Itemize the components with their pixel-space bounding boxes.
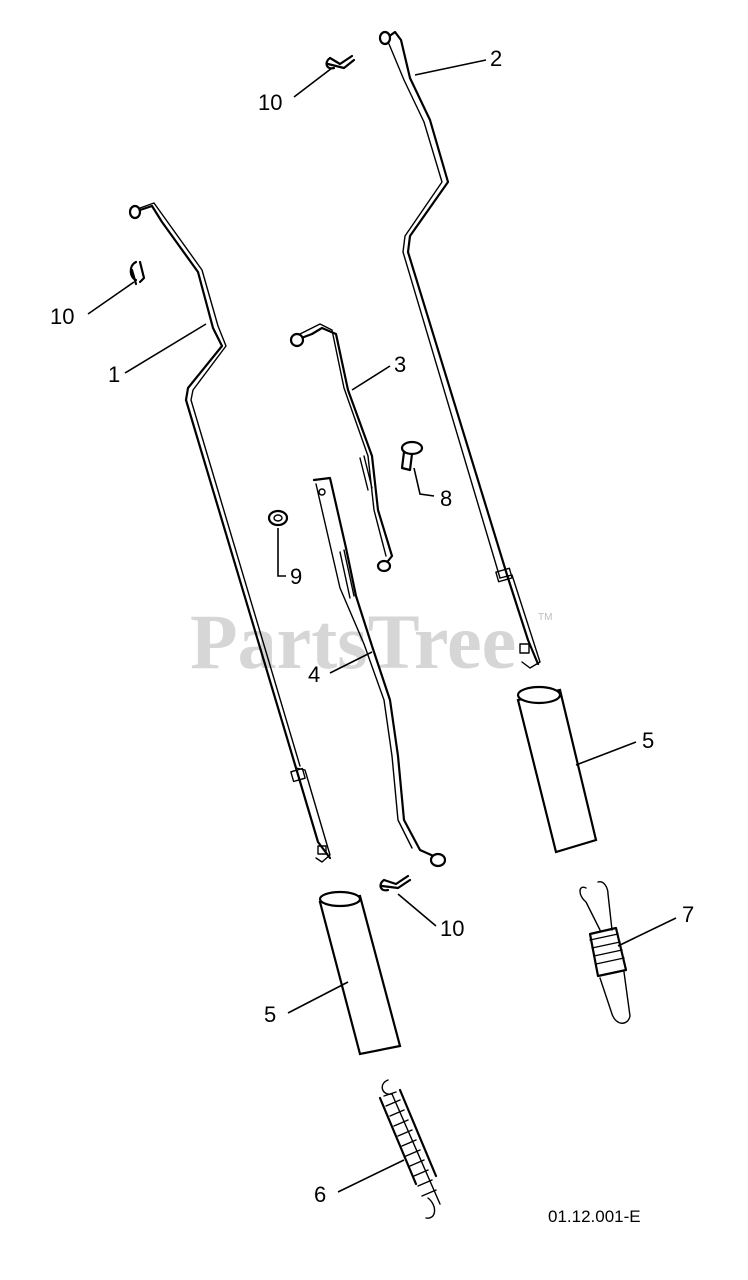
part-10-clip-left: [129, 260, 146, 286]
part-10-clip-bottom: [379, 874, 412, 892]
callout-5-right: 5: [642, 728, 654, 753]
watermark-trademark: TM: [538, 612, 552, 623]
callout-10-bottom: 10: [440, 916, 464, 941]
part-9-nut: [267, 509, 289, 527]
callout-9: 9: [290, 564, 302, 589]
callouts: 1 2 3 4 5 5 6 7 8 9 10 10 10: [50, 46, 694, 1207]
part-5-grip-right: [516, 685, 598, 854]
part-4-link: [312, 476, 447, 868]
callout-7: 7: [682, 902, 694, 927]
part-7-spring: [579, 881, 631, 1024]
leader-lines: [87, 59, 677, 1193]
drawing-code: 01.12.001-E: [548, 1207, 641, 1226]
part-6-spring: [378, 1079, 441, 1219]
watermark-text: PartsTree: [190, 598, 516, 685]
callout-2: 2: [490, 46, 502, 71]
part-3-link: [289, 323, 394, 573]
part-5-grip-left: [318, 890, 402, 1056]
part-2-rod: [378, 30, 541, 669]
callout-3: 3: [394, 352, 406, 377]
part-8-pin: [400, 440, 424, 472]
callout-8: 8: [440, 486, 452, 511]
part-10-clip-top: [325, 54, 356, 70]
callout-1: 1: [108, 362, 120, 387]
callout-6: 6: [314, 1182, 326, 1207]
callout-10-left: 10: [50, 304, 74, 329]
callout-10-top: 10: [258, 90, 282, 115]
callout-5-left: 5: [264, 1002, 276, 1027]
callout-4: 4: [308, 662, 320, 687]
part-1-rod: [128, 202, 332, 863]
